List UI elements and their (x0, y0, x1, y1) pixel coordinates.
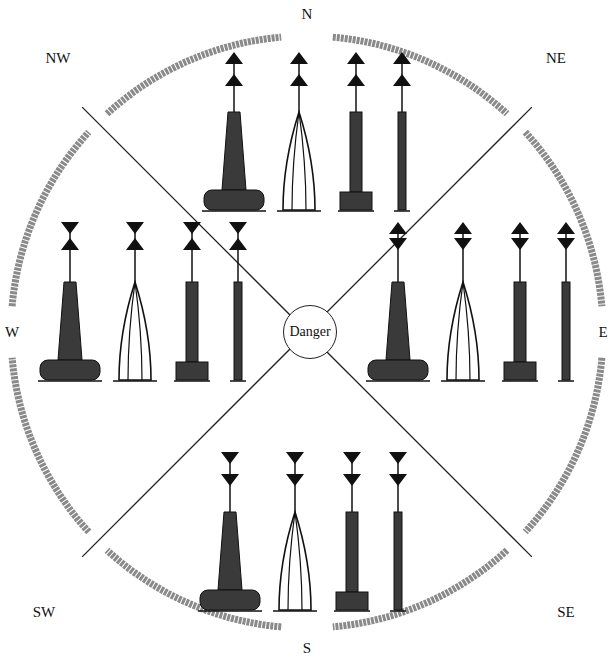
waterline (390, 610, 406, 612)
pillar-buoy (218, 512, 242, 590)
conical-buoy-stripe (292, 112, 306, 210)
spar-buoy (398, 112, 406, 210)
danger-circle: Danger (283, 305, 337, 359)
topmark-staff (294, 456, 296, 512)
compass-ring (333, 550, 507, 627)
waterline (441, 380, 485, 382)
topmark-staff (69, 226, 71, 282)
spar-buoy (234, 282, 242, 380)
waterline (198, 610, 262, 612)
compass-point: W (3, 324, 21, 340)
compass-ring (333, 37, 507, 114)
compass-ring (525, 358, 602, 532)
topmark-staff (519, 226, 521, 282)
beacon-base (340, 192, 372, 210)
compass-ring (525, 132, 602, 306)
pillar-buoy-base (40, 360, 100, 380)
waterline (174, 380, 210, 382)
conical-buoy (447, 282, 479, 380)
beacon-base (504, 362, 536, 380)
sector-line (82, 107, 532, 557)
topmark-staff (401, 56, 403, 112)
compass-ring (107, 37, 281, 114)
beacon-pillar (186, 282, 198, 362)
topmark-staff (351, 456, 353, 512)
topmark-staff (298, 56, 300, 112)
topmark-staff (233, 56, 235, 112)
pillar-buoy-base (368, 360, 428, 380)
waterline (502, 380, 538, 382)
beacon-pillar (346, 512, 358, 592)
compass-ring (107, 550, 281, 627)
beacon-pillar (514, 282, 526, 362)
spar-buoy (562, 282, 570, 380)
spar-buoy (394, 512, 402, 610)
compass-point: N (300, 6, 315, 22)
pillar-buoy (58, 282, 82, 360)
waterline (38, 380, 102, 382)
conical-buoy (119, 282, 151, 380)
compass-point: SW (31, 604, 58, 620)
compass-point: SE (555, 604, 577, 620)
topmark-staff (355, 56, 357, 112)
compass-point: NE (544, 50, 568, 66)
pillar-buoy-base (204, 190, 264, 210)
waterline (394, 210, 410, 212)
waterline (230, 380, 246, 382)
waterline (338, 210, 374, 212)
sector-line (82, 107, 532, 557)
conical-buoy-stripe (456, 282, 470, 380)
topmark-staff (191, 226, 193, 282)
compass-ring (12, 358, 89, 532)
topmark-staff (134, 226, 136, 282)
conical-buoy-stripe (288, 512, 302, 610)
waterline (273, 610, 317, 612)
topmark-staff (397, 226, 399, 282)
compass-point: S (301, 640, 313, 656)
waterline (334, 610, 370, 612)
waterline (113, 380, 157, 382)
topmark-staff (237, 226, 239, 282)
waterline (366, 380, 430, 382)
beacon-pillar (350, 112, 362, 192)
compass-point: NW (44, 50, 73, 66)
topmark-staff (397, 456, 399, 512)
compass-point: E (596, 324, 609, 340)
conical-buoy (283, 112, 315, 210)
conical-buoy (279, 512, 311, 610)
waterline (558, 380, 574, 382)
pillar-buoy (222, 112, 246, 190)
pillar-buoy (386, 282, 410, 360)
waterline (202, 210, 266, 212)
conical-buoy-stripe (128, 282, 142, 380)
topmark-staff (565, 226, 567, 282)
compass-ring (12, 132, 89, 306)
danger-label: Danger (289, 324, 330, 340)
topmark-staff (462, 226, 464, 282)
topmark-staff (229, 456, 231, 512)
waterline (277, 210, 321, 212)
pillar-buoy-base (200, 590, 260, 610)
beacon-base (336, 592, 368, 610)
beacon-base (176, 362, 208, 380)
